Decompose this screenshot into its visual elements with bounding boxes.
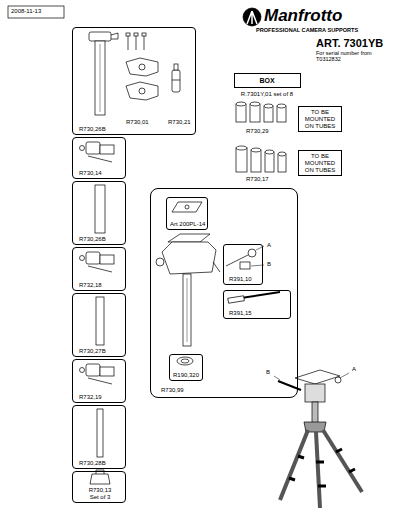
note-text: TO BE MOUNTED ON TUBES bbox=[300, 109, 340, 130]
part-number: R732,19 bbox=[79, 394, 102, 401]
part-box: Art 200PL-14 bbox=[166, 197, 208, 230]
date-stamp: 2008-11-13 bbox=[11, 8, 41, 15]
part-number: R732,18 bbox=[79, 282, 102, 289]
part-box: R391,10 bbox=[223, 244, 263, 285]
part-box: R732,19 bbox=[72, 359, 126, 403]
note-text: TO BE MOUNTED ON TUBES bbox=[300, 153, 340, 174]
part-number: R730,29 bbox=[246, 128, 269, 135]
part-box: R190,320 bbox=[169, 354, 203, 381]
logo-tripod bbox=[247, 11, 257, 24]
column-top-part bbox=[89, 32, 118, 115]
callout-letter: A bbox=[352, 366, 356, 373]
quick-release-plate bbox=[172, 202, 202, 212]
part-box: R730,13 Set of 3 bbox=[72, 471, 126, 503]
screws bbox=[126, 33, 146, 50]
part-box: R730,27B bbox=[72, 293, 126, 357]
plate-screw bbox=[185, 205, 189, 209]
part-box: R730,14 bbox=[72, 137, 126, 179]
tripod bbox=[274, 370, 362, 508]
leg-tube bbox=[96, 297, 104, 345]
part-box: R391,15 bbox=[223, 290, 291, 319]
leg-lock bbox=[80, 142, 115, 162]
serial-note: For serial number from T0312832 bbox=[316, 50, 380, 63]
part-number: Art 200PL-14 bbox=[170, 221, 205, 228]
part-number: R730,27B bbox=[79, 348, 106, 355]
ring-hole bbox=[181, 359, 189, 363]
part-number: R730,01 bbox=[126, 119, 149, 126]
part-number: R730,21 bbox=[168, 119, 191, 126]
leg-tube bbox=[97, 409, 103, 457]
rubber-foot bbox=[90, 470, 110, 484]
part-number: R730,14 bbox=[79, 170, 102, 177]
callout-letter: B bbox=[266, 369, 270, 376]
article-title: ART. 7301YB bbox=[316, 37, 383, 50]
assembly-box: R730,99 Art 200PL-14R391,10R391,15R190,32… bbox=[150, 188, 298, 398]
leg-lock bbox=[80, 364, 115, 384]
part-number: R730,26B bbox=[79, 236, 106, 243]
part-number: R730,26B bbox=[79, 126, 106, 133]
part-box: R730,28B bbox=[72, 405, 126, 469]
part-number: R730,17 bbox=[246, 176, 269, 183]
part-number: R391,15 bbox=[229, 310, 252, 317]
leg-lock bbox=[80, 252, 115, 272]
leg-angle-selector bbox=[172, 64, 180, 92]
pan-head bbox=[156, 234, 220, 346]
leg-clamps bbox=[126, 58, 158, 100]
brand-tagline: PROFESSIONAL CAMERA SUPPORTS bbox=[256, 27, 358, 33]
mounting-note: TO BE MOUNTED ON TUBES bbox=[298, 106, 342, 132]
box-title: BOX bbox=[235, 77, 299, 85]
caps-tall bbox=[236, 146, 286, 172]
date-frame bbox=[8, 6, 64, 18]
knob-screw bbox=[226, 246, 264, 269]
part-box: R730,26B R730,01 R730,21 bbox=[72, 27, 196, 135]
logo-mark bbox=[243, 8, 261, 26]
part-number: R.7301Y,01 set of 8 bbox=[233, 91, 301, 98]
part-box: R732,18 bbox=[72, 247, 126, 291]
part-number: R391,10 bbox=[229, 276, 252, 283]
leg-tube bbox=[95, 185, 105, 233]
caps-short bbox=[236, 102, 286, 122]
brand-logo: Manfrotto bbox=[264, 6, 342, 26]
mounting-note: TO BE MOUNTED ON TUBES bbox=[298, 150, 342, 176]
pan-handle bbox=[228, 292, 280, 303]
part-box: R730,26B bbox=[72, 181, 126, 245]
box-header: BOXR.7301Y,01 set of 8 bbox=[234, 73, 301, 88]
part-number: R730,28B bbox=[79, 460, 106, 467]
part-number: R730,99 bbox=[161, 387, 184, 394]
callout-letter: A bbox=[267, 242, 271, 249]
ring bbox=[177, 357, 193, 365]
part-number: R190,320 bbox=[173, 372, 199, 379]
callout-letter: B bbox=[267, 261, 271, 268]
part-number: R730,13 Set of 3 bbox=[85, 487, 115, 501]
